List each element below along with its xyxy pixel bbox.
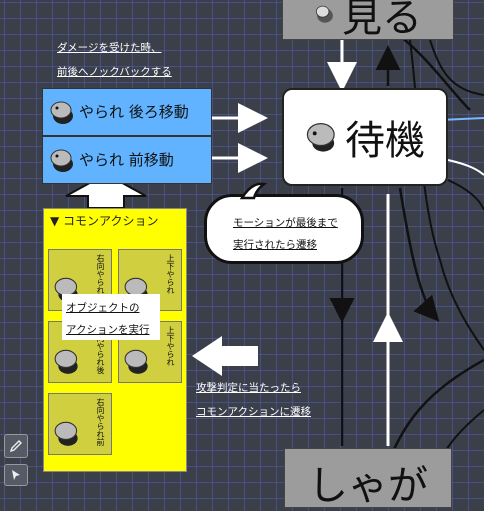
common-action-tile[interactable]: 右向やられ前 [48,393,112,455]
object-callout-line1: オブジェクトの [66,302,140,314]
action-back-move[interactable]: やられ 後ろ移動 [42,88,212,136]
action-front-move-label: やられ 前移動 [79,150,174,169]
common-action-panel: ▼ コモンアクション 右向やられ後 上下やられ 右向やられ後 上下やられ 右向や… [43,208,187,472]
callout-tail [239,182,268,200]
tile-label: 右向やられ前 [96,398,105,446]
mascot-icon [306,123,335,152]
knockback-note-line1: ダメージを受けた時、 [57,42,162,54]
pointer-icon [12,470,20,480]
pen-tool-button[interactable] [4,434,28,458]
wait-state-box[interactable]: 待機 [282,88,448,186]
action-front-move[interactable]: やられ 前移動 [42,136,212,184]
attack-arrow [192,336,258,376]
knockback-note-line2: 前後へノックバックする [57,66,172,78]
action-back-move-label: やられ 後ろ移動 [79,102,189,121]
top-state-box[interactable]: 見る [282,0,454,41]
wait-state-label: 待機 [345,118,425,164]
mascot-icon [54,421,78,446]
motion-callout-line1: モーションが最後まで [233,217,338,229]
motion-callout: モーションが最後まで 実行されたら遷移 [204,194,364,264]
object-callout-line2: アクションを実行 [66,324,150,336]
crouch-state-box[interactable]: しゃが [284,448,452,509]
attack-note-line1: 攻撃判定に当たったら [196,382,301,394]
crouch-state-label: しゃが [308,463,428,509]
mascot-icon [54,349,78,374]
tile-label: 右向やられ後 [96,254,105,302]
pointer-tool-button[interactable] [4,464,28,486]
mascot-icon [124,349,148,374]
tile-label: 上下やられ [166,254,175,294]
attack-note-line2: コモンアクションに遷移 [196,406,311,418]
common-action-title[interactable]: ▼ コモンアクション [50,214,159,228]
tile-label: 上下やられ [166,326,175,366]
motion-callout-line2: 実行されたら遷移 [233,239,317,251]
tile-label: 右向やられ後 [96,326,105,374]
pen-icon [9,440,22,453]
mascot-icon [315,5,333,23]
object-action-callout: オブジェクトの アクションを実行 [62,294,160,340]
top-state-label: 見る [342,0,422,41]
mascot-icon [50,149,73,172]
mascot-icon [50,101,73,124]
